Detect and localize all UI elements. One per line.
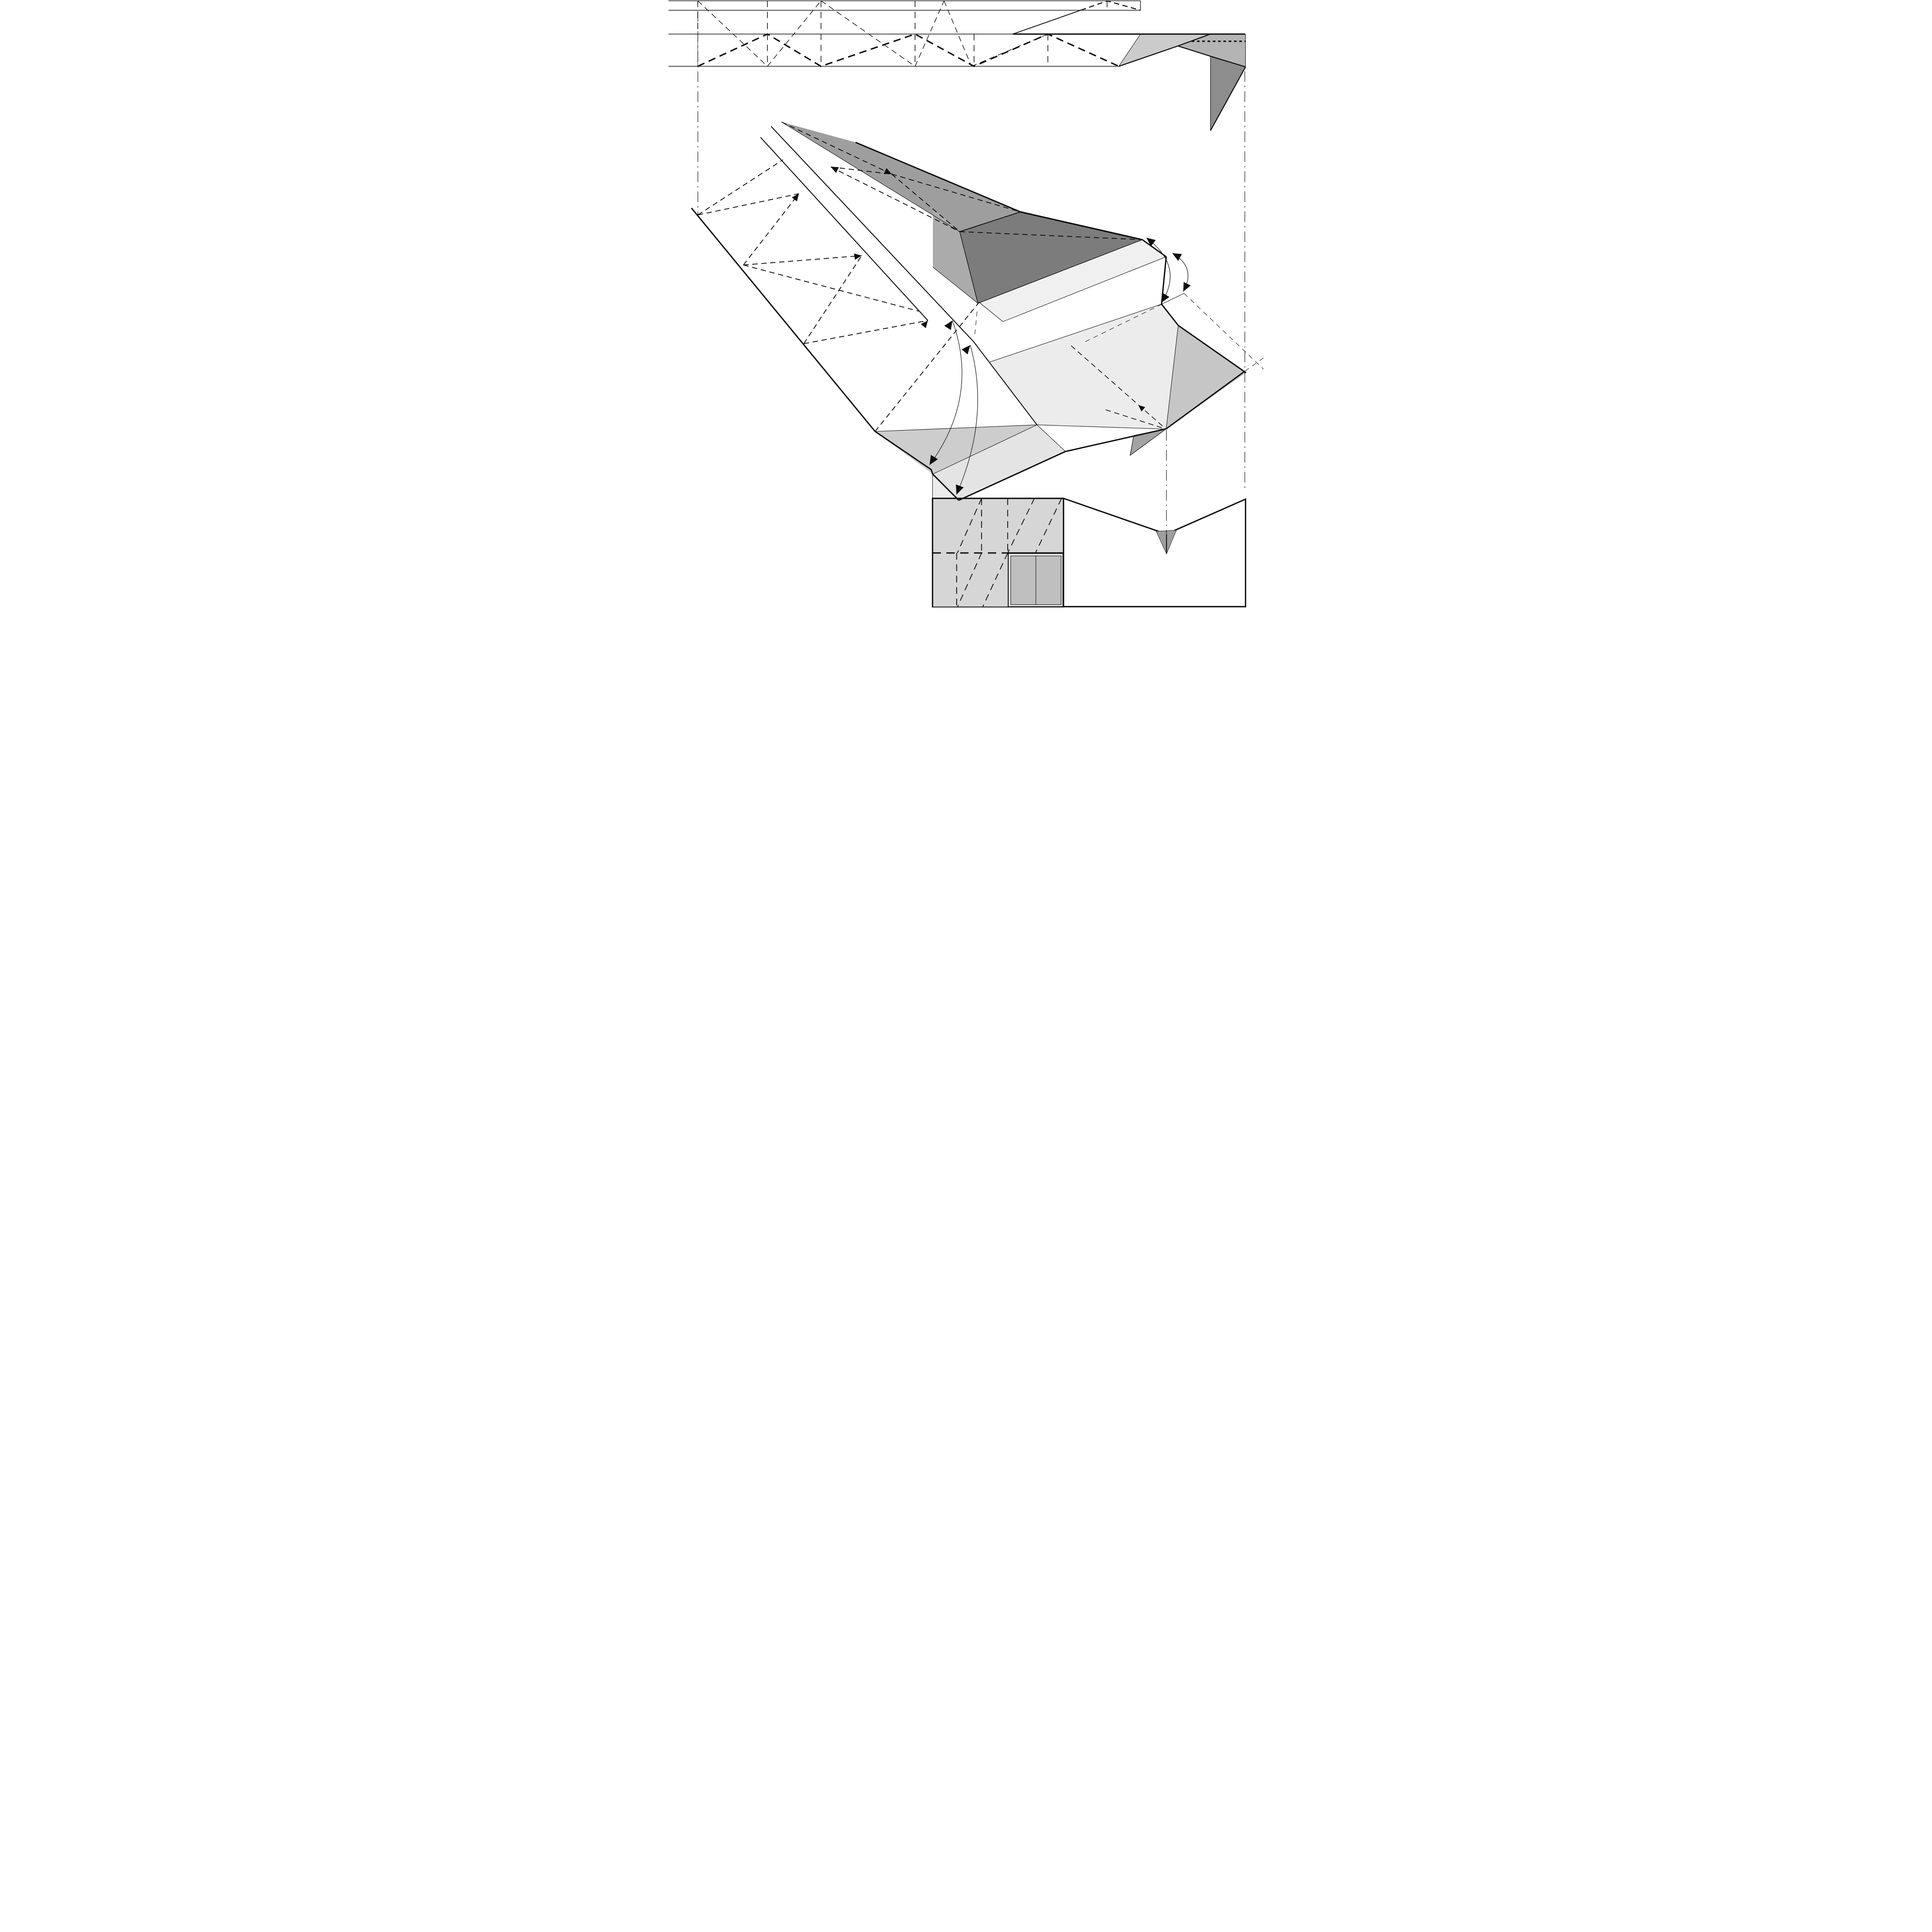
roof-bottom-edge [978, 239, 1143, 304]
plan-valley-zig-2 [767, 0, 821, 67]
house-crease-s3 [1035, 498, 1062, 553]
roof-diagonal-crease [959, 231, 1143, 240]
house-crease-s1 [957, 498, 982, 553]
light-band-lower [932, 425, 1066, 500]
fan-crease-1 [697, 159, 783, 216]
fan-crease-6 [803, 255, 862, 344]
righttri-left-edge [1166, 325, 1179, 429]
arc2-head-top [961, 345, 971, 355]
plan-valley-zig-3 [821, 0, 915, 67]
ghost-fold-3 [1245, 357, 1264, 372]
plan-darkflap-edge [1210, 66, 1246, 131]
arc1-head-bottom [929, 455, 938, 465]
arc3-head-bottom [1162, 293, 1170, 303]
fan-crease-8 [874, 302, 980, 432]
crease-arrowhead-1 [792, 194, 799, 202]
fan-crease-2 [697, 193, 799, 216]
fold-arrow-arc-1 [929, 320, 963, 465]
e3-right-edge [1037, 425, 1066, 452]
roof-dark-facet [959, 212, 1143, 303]
plan-fold-apex-dash [1080, 0, 1141, 11]
light-band-upper [978, 240, 1167, 322]
plan-lightquad-right [1177, 33, 1211, 47]
ghost-fold-4 [1085, 293, 1184, 342]
arc2-head-bottom [956, 484, 964, 495]
plan-hanging-dark-flap [1210, 56, 1246, 131]
plan-valley-zig-6 [971, 34, 1048, 67]
plate-top-edge [990, 304, 1162, 362]
roof-top-edge [959, 211, 1021, 232]
strip-fold-kink [973, 341, 1037, 425]
rim-edge-3 [1161, 304, 1179, 326]
band-crease-4 [891, 173, 960, 232]
crease-arrowhead-3 [921, 320, 928, 328]
house-crease-s4 [957, 553, 982, 607]
roof-outer-edge [1020, 211, 1143, 241]
ghost-fold-2 [1184, 293, 1264, 369]
light-plate-lower [990, 304, 1179, 429]
plan-folded-medium-facet [1178, 34, 1246, 67]
plan-mountain-zigzag [697, 33, 1119, 67]
fan-crease-3 [743, 193, 799, 265]
plan-fold-diagonal [1012, 10, 1081, 35]
band-crease-5 [891, 173, 1017, 212]
ghost-fold-5 [974, 311, 978, 337]
plan-lightquad-left [1119, 34, 1141, 66]
strip-edge-1 [760, 137, 929, 321]
arc1-head-top [944, 320, 952, 330]
grayband-lower-edge [932, 267, 978, 304]
arc4-head-bottom [1183, 282, 1191, 292]
t1-bottom-edge [932, 424, 1037, 474]
strip-bottom-edge [958, 371, 1245, 501]
lightband-left-edge [979, 302, 1003, 322]
gray-triangle-right [1166, 325, 1246, 429]
hub-crease-2 [1105, 409, 1166, 430]
crease-arrowhead-5 [831, 167, 839, 173]
pleat-band-gray-lower [933, 208, 978, 303]
grayband-right-edge [855, 141, 1021, 213]
plan-valley-zig-5 [944, 0, 972, 66]
strip-edge-2 [770, 126, 974, 342]
fold-arrow-arc-3 [1146, 237, 1170, 303]
rim-edge-1 [1142, 239, 1167, 257]
crease-arrowhead-6 [1138, 405, 1145, 412]
band-crease-1 [781, 121, 892, 175]
house-crease-s2 [1007, 498, 1035, 553]
band-crease-2 [831, 167, 892, 175]
strip-outer-edge [691, 207, 876, 432]
plan-valley-zig-1 [697, 0, 768, 67]
house-crease-s5 [982, 553, 1008, 607]
grayband-left-edge [781, 122, 960, 232]
smallflap-edge-2 [1130, 429, 1167, 456]
plate-bottom-edge [1037, 424, 1166, 430]
gray-triangle-left [875, 425, 1037, 474]
righttri-top-edge [1178, 325, 1247, 374]
arc3-head-top [1146, 238, 1156, 247]
crease-arrowhead-4 [884, 168, 892, 174]
fan-crease-4 [743, 255, 862, 265]
fan-crease-5 [743, 264, 919, 312]
crease-arrowhead-2 [854, 253, 862, 260]
hub-crease-1 [1071, 345, 1167, 430]
smallflap-edge-1 [1130, 435, 1134, 456]
elevation-right-wall [1063, 497, 1247, 607]
ghost-fold-1 [1161, 293, 1184, 304]
plan-lightquad-bottom [1119, 45, 1178, 67]
origami-folding-diagram [668, 0, 1264, 607]
arc4-head-top [1172, 253, 1182, 261]
band-crease-3 [830, 167, 960, 232]
fold-arrow-arc-2 [956, 345, 978, 495]
fan-crease-7 [804, 320, 928, 344]
diagram-page [668, 0, 1264, 607]
strip-outer-lower [874, 431, 959, 501]
plan-valley-zig-4 [915, 0, 944, 66]
lightband-bottom-edge [1003, 256, 1167, 322]
roof-left-edge [959, 231, 978, 304]
hub-long-edge [875, 424, 1037, 432]
